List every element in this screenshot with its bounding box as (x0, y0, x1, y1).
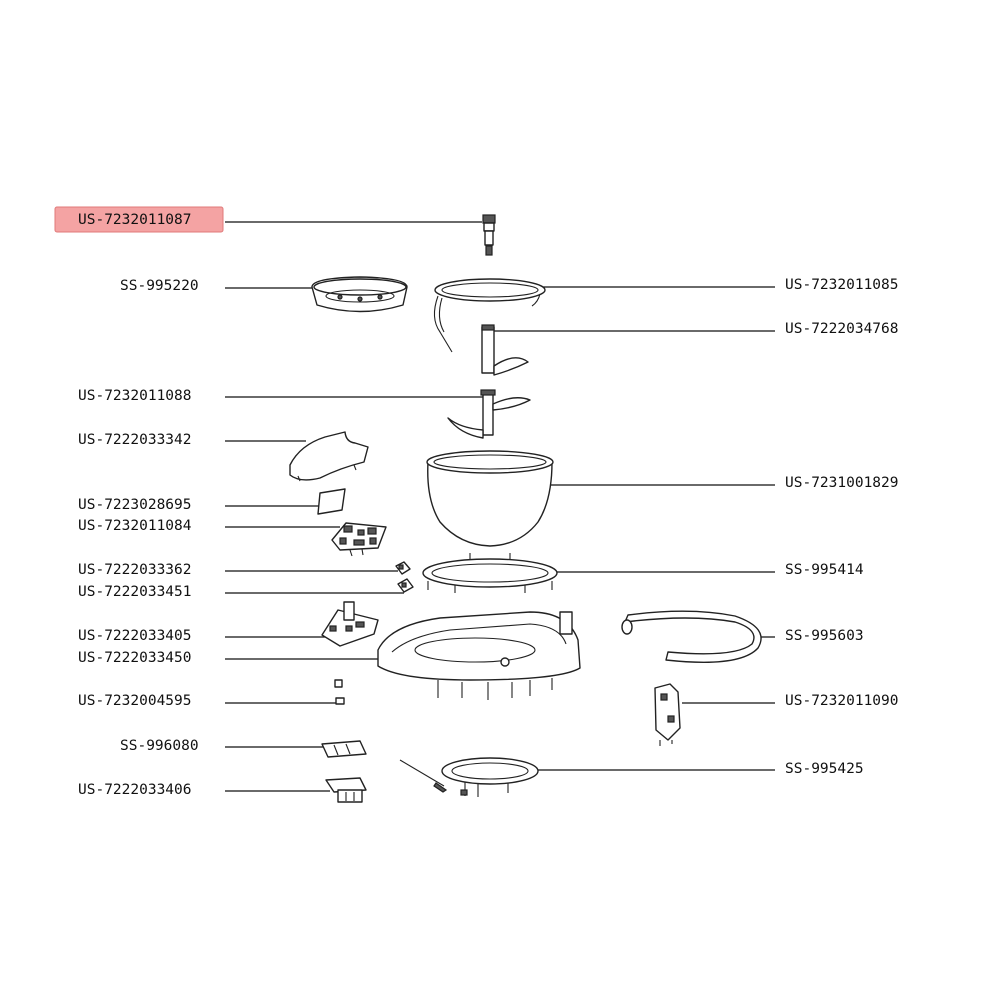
part-drawing-us-7232011088 (447, 389, 531, 439)
part-label-us-7223028695[interactable]: US-7223028695 (78, 497, 192, 513)
right-callouts: US-7232011085 US-7222034768 US-723100182… (492, 277, 899, 777)
part-drawing-us-7232011087 (482, 214, 496, 256)
part-label-ss-995425[interactable]: SS-995425 (785, 761, 864, 777)
part-label-us-7222033362[interactable]: US-7222033362 (78, 562, 192, 578)
part-drawing-ss-995603 (621, 610, 762, 663)
part-label-ss-995220[interactable]: SS-995220 (120, 278, 199, 294)
part-label-us-7222033406[interactable]: US-7222033406 (78, 782, 192, 798)
part-label-us-7232004595[interactable]: US-7232004595 (78, 693, 192, 709)
part-drawing-us-7232004595 (334, 679, 345, 705)
part-label-us-7231001829[interactable]: US-7231001829 (785, 475, 899, 491)
part-drawing-ss-995220 (311, 276, 408, 313)
part-drawing-us-7222033450 (377, 611, 581, 700)
part-label-us-7232011087[interactable]: US-7232011087 (78, 212, 192, 228)
part-label-us-7222034768[interactable]: US-7222034768 (785, 321, 899, 337)
selected-part-highlight (54, 206, 224, 233)
part-label-us-7232011084[interactable]: US-7232011084 (78, 518, 192, 534)
part-label-ss-995603[interactable]: SS-995603 (785, 628, 864, 644)
part-drawing-us-7232011090 (654, 683, 681, 746)
part-drawing-us-7232011084 (331, 522, 387, 557)
part-drawing-ss-996080 (321, 740, 367, 758)
part-drawing-us-7222034768 (481, 324, 529, 376)
part-drawing-ss-995414 (422, 553, 558, 593)
part-label-us-7232011085[interactable]: US-7232011085 (785, 277, 899, 293)
part-drawing-us-7232011085 (433, 278, 546, 353)
part-drawing-us-7222033451 (397, 578, 414, 593)
part-label-us-7232011088[interactable]: US-7232011088 (78, 388, 192, 404)
part-drawing-us-7222033405 (321, 601, 379, 647)
left-callouts: US-7232011087 SS-995220 US-7232011088 US… (78, 212, 484, 798)
part-label-us-7222033451[interactable]: US-7222033451 (78, 584, 192, 600)
part-label-us-7222033342[interactable]: US-7222033342 (78, 432, 192, 448)
part-label-ss-995414[interactable]: SS-995414 (785, 562, 864, 578)
part-label-us-7232011090[interactable]: US-7232011090 (785, 693, 899, 709)
part-drawing-us-7222033406 (325, 777, 367, 803)
part-drawing-us-7223028695 (317, 488, 346, 515)
part-label-ss-996080[interactable]: SS-996080 (120, 738, 199, 754)
part-label-us-7222033450[interactable]: US-7222033450 (78, 650, 192, 666)
part-drawing-us-7222033342 (289, 431, 369, 482)
part-drawing-us-7222033362 (395, 561, 411, 575)
part-drawing-screw (399, 759, 448, 793)
part-drawing-ss-995425 (441, 757, 539, 797)
part-label-us-7222033405[interactable]: US-7222033405 (78, 628, 192, 644)
part-drawing-us-7231001829 (426, 450, 554, 547)
